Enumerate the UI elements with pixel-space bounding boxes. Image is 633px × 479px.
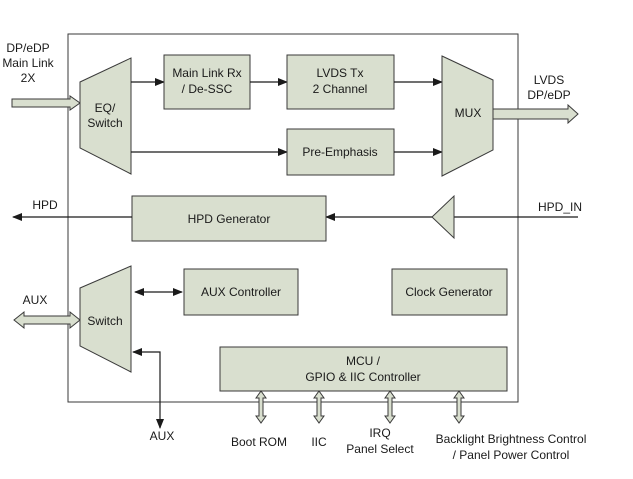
main-link-input-arrow: [11, 95, 81, 111]
aux-controller-block: [183, 268, 299, 316]
main-link-rx-label-1: Main Link Rx: [172, 66, 241, 80]
lvds-tx-block: [286, 54, 395, 110]
aux-controller-label: AUX Controller: [201, 285, 281, 299]
lvds-output-arrow: [492, 103, 579, 125]
pre-emphasis-label: Pre-Emphasis: [302, 145, 377, 159]
mux-label: MUX: [455, 106, 482, 120]
hpd-output-label: HPD: [32, 198, 58, 212]
mcu-label-2: GPIO & IIC Controller: [305, 370, 420, 384]
hpd-generator-label: HPD Generator: [188, 212, 271, 226]
lvds-output-label-2: DP/eDP: [527, 88, 570, 102]
main-link-input-label-3: 2X: [21, 71, 36, 85]
main-link-input-label-2: Main Link: [2, 56, 54, 70]
lvds-tx-label-2: 2 Channel: [313, 82, 368, 96]
aux-input-arrow: [13, 310, 81, 330]
irq-bus-arrow: [384, 390, 396, 424]
irq-label-2: Panel Select: [346, 442, 414, 456]
lvds-output-label-1: LVDS: [534, 73, 564, 87]
boot-rom-label: Boot ROM: [231, 435, 287, 449]
lvds-tx-label-1: LVDS Tx: [317, 66, 364, 80]
aux-input-label: AUX: [23, 293, 48, 307]
eq-switch-block: [79, 57, 132, 175]
irq-label-1: IRQ: [369, 426, 390, 440]
eq-switch-label-1: EQ/: [95, 101, 116, 115]
clock-generator-block: [391, 268, 508, 316]
main-link-rx-block: [163, 54, 251, 110]
hpd-in-label: HPD_IN: [538, 200, 582, 214]
backlight-bus-arrow: [453, 390, 465, 424]
mcu-block: [219, 346, 508, 392]
mux-block: [441, 55, 494, 177]
backlight-label-2: / Panel Power Control: [453, 448, 570, 462]
clock-generator-label: Clock Generator: [405, 285, 492, 299]
main-link-rx-label-2: / De-SSC: [182, 82, 233, 96]
aux-switch-label: Switch: [87, 314, 122, 328]
eq-switch-label-2: Switch: [87, 116, 122, 130]
hpd-generator-block: [131, 195, 327, 242]
aux-bottom-label: AUX: [150, 429, 175, 443]
wire-switch-to-aux-bottom: [132, 348, 164, 429]
main-link-input-label-1: DP/eDP: [6, 41, 49, 55]
iic-label: IIC: [311, 435, 327, 449]
iic-bus-arrow: [313, 390, 325, 424]
hpd-buffer-triangle: [431, 194, 455, 240]
backlight-label-1: Backlight Brightness Control: [436, 432, 587, 446]
boot-rom-bus-arrow: [255, 390, 267, 424]
mcu-label-1: MCU /: [346, 354, 381, 368]
aux-switch-block: [79, 265, 132, 373]
